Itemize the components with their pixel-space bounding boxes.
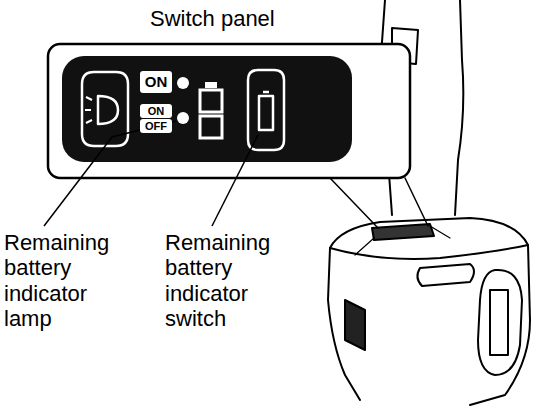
gauge-cell [200,90,222,112]
hook-slot [490,290,508,355]
gauge-cell [200,116,222,138]
callout-frame [48,44,410,178]
on-mark: ON [140,71,172,93]
hook [478,270,522,375]
light-icon [98,96,118,124]
on-mark: ON [140,104,172,118]
leader-line [212,135,258,226]
leader-line [44,121,176,226]
part-label: Remaining battery indicator switch [165,230,300,331]
battery-indicator-switch [248,70,284,150]
callout-leader [330,178,428,228]
gauge-cap [205,82,217,88]
off-mark: OFF [140,119,172,133]
panel-title: Switch panel [150,6,350,31]
panel-edge [355,226,450,255]
base-edge [330,245,528,259]
battery-icon [259,92,273,130]
tool-switch-panel [372,224,434,240]
side-switch [417,264,474,286]
remaining-battery-indicator-lamp [177,112,189,124]
battery-latch [345,300,365,350]
battery-base [328,218,530,405]
part-label: Remaining battery indicator lamp [4,230,139,331]
light-rays [85,97,92,123]
lamp [177,77,189,89]
